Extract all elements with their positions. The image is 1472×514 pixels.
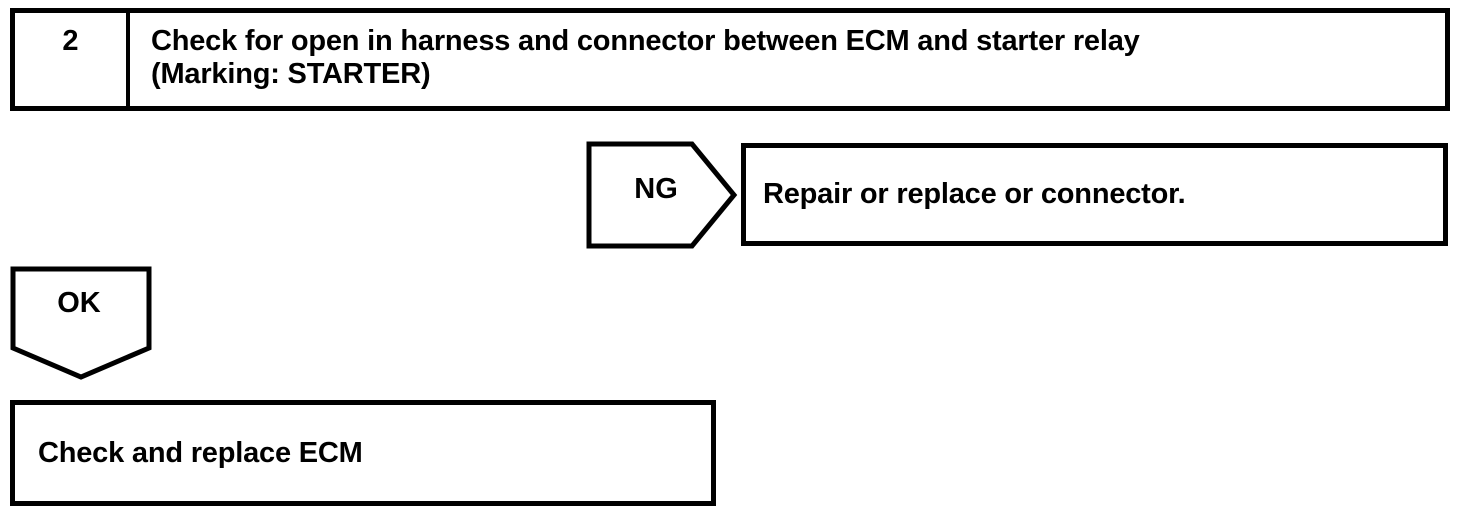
ok-action-box: Check and replace ECM [10, 400, 716, 506]
step-instruction-line-2: (Marking: STARTER) [151, 58, 431, 90]
ng-connector: NG [586, 141, 738, 249]
step-instruction: Check for open in harness and connector … [130, 13, 1445, 106]
ok-connector: OK [10, 266, 152, 382]
ok-action-text: Check and replace ECM [38, 436, 363, 469]
ok-pentagon-shape [10, 266, 152, 380]
ng-arrow-shape [586, 141, 738, 249]
ng-label: NG [634, 173, 678, 205]
step-number: 2 [62, 25, 79, 57]
ok-label: OK [57, 287, 101, 319]
ng-action-text: Repair or replace or connector. [763, 178, 1186, 210]
step-number-cell: 2 [15, 13, 130, 106]
ng-action-box: Repair or replace or connector. [741, 143, 1448, 246]
step-box: 2 Check for open in harness and connecto… [10, 8, 1450, 111]
step-instruction-line-1: Check for open in harness and connector … [151, 25, 1140, 57]
